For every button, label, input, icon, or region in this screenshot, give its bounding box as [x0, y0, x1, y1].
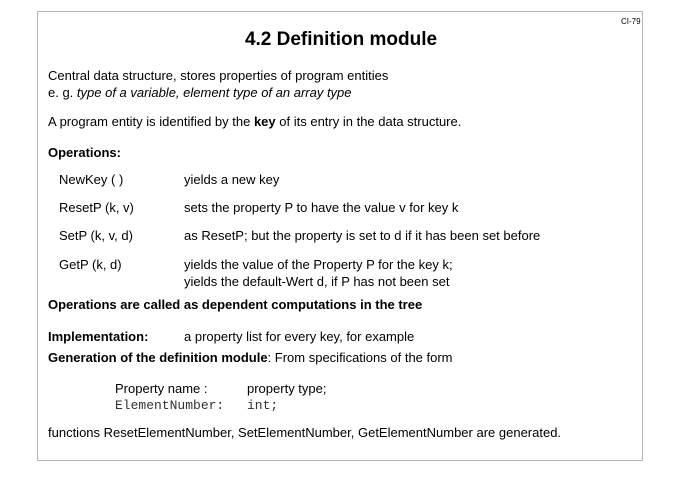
- operation-desc: yields the default-Wert d, if P has not …: [184, 274, 450, 289]
- spec-type-label: property type;: [247, 381, 327, 396]
- key-sentence-after: of its entry in the data structure.: [275, 114, 462, 129]
- dependent-computations-note: Operations are called as dependent compu…: [48, 297, 423, 312]
- operation-name: ResetP (k, v): [59, 200, 134, 215]
- operation-desc: as ResetP; but the property is set to d …: [184, 228, 541, 243]
- operation-name: SetP (k, v, d): [59, 228, 133, 243]
- key-sentence: A program entity is identified by the ke…: [48, 114, 461, 130]
- operation-desc: yields a new key: [184, 172, 280, 187]
- operation-desc: sets the property P to have the value v …: [184, 200, 459, 215]
- operation-name: NewKey ( ): [59, 172, 124, 187]
- footer-text: functions ResetElementNumber, SetElement…: [48, 425, 562, 440]
- spec-name-label: Property name :: [115, 381, 208, 396]
- operation-desc: yields the value of the Property P for t…: [184, 257, 453, 272]
- slide: CI-79 4.2 Definition module Central data…: [37, 11, 643, 461]
- implementation-label: Implementation:: [48, 329, 149, 344]
- spec-example-type: int;: [247, 398, 279, 413]
- spec-example-name: ElementNumber:: [115, 398, 225, 413]
- example-text: type of a variable, element type of an a…: [76, 85, 352, 100]
- intro-line: Central data structure, stores propertie…: [48, 68, 389, 83]
- page-number: CI-79: [621, 17, 641, 26]
- page-title: 4.2 Definition module: [244, 29, 438, 50]
- generation-rest: : From specifications of the form: [267, 350, 453, 365]
- example-prefix: e. g.: [48, 85, 77, 100]
- intro-example: e. g. type of a variable, element type o…: [48, 85, 352, 101]
- implementation-text: a property list for every key, for examp…: [184, 329, 415, 344]
- operation-name: GetP (k, d): [59, 257, 122, 272]
- key-word: key: [253, 114, 276, 129]
- operations-heading: Operations:: [48, 145, 121, 160]
- generation-line: Generation of the definition module: Fro…: [48, 350, 453, 366]
- key-sentence-before: A program entity is identified by the: [48, 114, 254, 129]
- generation-bold: Generation of the definition module: [48, 350, 268, 365]
